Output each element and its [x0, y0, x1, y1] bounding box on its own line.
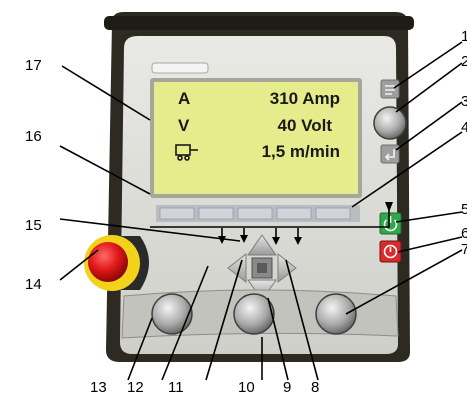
callout-numbers: 1 2 3 4 5 6 7 8 9 10 11 12 13 14 15 16 1… — [25, 28, 467, 396]
softkeys[interactable] — [159, 207, 351, 220]
lcd-row2-value: 40 Volt — [278, 116, 333, 135]
lcd-row3-value: 1,5 m/min — [262, 142, 340, 161]
softkey-2[interactable] — [198, 207, 234, 220]
callout-13: 13 — [90, 379, 107, 396]
lcd-row1-symbol: A — [178, 89, 190, 108]
menu-icon — [385, 85, 395, 95]
callout-16: 16 — [25, 128, 42, 145]
softkey-5[interactable] — [315, 207, 351, 220]
callout-7: 7 — [461, 241, 467, 258]
softkey-3[interactable] — [237, 207, 273, 220]
rotary-knob[interactable] — [373, 106, 407, 140]
bottom-knob-left[interactable] — [151, 293, 193, 335]
lcd-row2-symbol: V — [178, 116, 190, 135]
lcd-screen — [154, 82, 358, 194]
callout-8: 8 — [311, 379, 319, 396]
emergency-stop-button[interactable] — [88, 242, 128, 282]
lcd-row1-value: 310 Amp — [270, 89, 340, 108]
housing-top-bar — [104, 16, 414, 30]
callout-2: 2 — [461, 53, 467, 70]
enter-icon — [384, 149, 395, 161]
top-label-plate — [151, 62, 209, 74]
center-button-inner — [257, 263, 267, 273]
arrow-up-button[interactable] — [247, 234, 277, 256]
callout-4: 4 — [461, 119, 467, 136]
softkey-1[interactable] — [159, 207, 195, 220]
bottom-knob-middle[interactable] — [233, 293, 275, 335]
leader-lines — [59, 41, 463, 381]
bottom-knob-right[interactable] — [315, 293, 357, 335]
callout-1: 1 — [461, 28, 467, 45]
callout-5: 5 — [461, 201, 467, 218]
callout-12: 12 — [127, 379, 144, 396]
menu-button[interactable] — [380, 79, 400, 99]
callout-14: 14 — [25, 276, 42, 293]
callout-10: 10 — [238, 379, 255, 396]
callout-17: 17 — [25, 57, 42, 74]
callout-9: 9 — [283, 379, 291, 396]
enter-button[interactable] — [380, 144, 400, 164]
stop-power-icon — [383, 244, 398, 259]
start-power-icon — [383, 216, 398, 232]
callout-3: 3 — [461, 93, 467, 110]
callout-6: 6 — [461, 225, 467, 242]
arrowheads — [218, 202, 393, 245]
callout-11: 11 — [168, 379, 184, 396]
wire-feed-icon — [175, 144, 198, 161]
softkey-4[interactable] — [276, 207, 312, 220]
callout-15: 15 — [25, 217, 42, 234]
